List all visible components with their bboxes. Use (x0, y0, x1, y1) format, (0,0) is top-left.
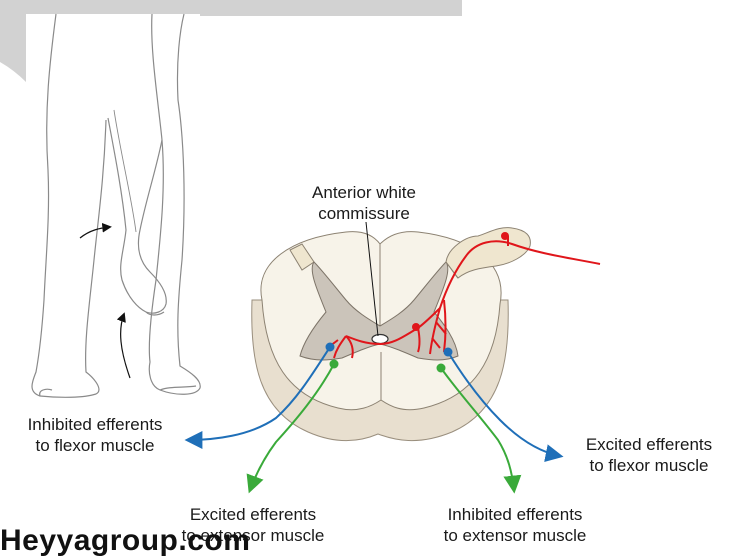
excited-flexor-line-1: Excited efferents (564, 434, 734, 455)
inhibited-extensor-line-2: to extensor muscle (420, 525, 610, 546)
inhibited-flexor-line-2: to flexor muscle (6, 435, 184, 456)
excited-flexor-line-2: to flexor muscle (564, 455, 734, 476)
motion-arrow-thigh (80, 227, 110, 238)
anterior-white-commissure-label: Anterior white commissure (298, 182, 430, 224)
inhibited-flexor-label: Inhibited efferents to flexor muscle (6, 414, 184, 456)
commissure-line-1: Anterior white (298, 182, 430, 203)
interneuron-cell (412, 323, 420, 331)
header-band (0, 0, 462, 82)
inhibited-flexor-line-1: Inhibited efferents (6, 414, 184, 435)
watermark-text: Heyyagroup.com (0, 526, 250, 556)
central-canal (372, 335, 388, 344)
inhibited-extensor-line-1: Inhibited efferents (420, 504, 610, 525)
inhibited-extensor-label: Inhibited efferents to extensor muscle (420, 504, 610, 546)
excited-flexor-label: Excited efferents to flexor muscle (564, 434, 734, 476)
ganglion-cell-body (501, 232, 509, 240)
motion-arrow-foot (121, 314, 130, 378)
legs-illustration (32, 14, 200, 397)
excited-extensor-line-1: Excited efferents (160, 504, 346, 525)
commissure-line-2: commissure (298, 203, 430, 224)
